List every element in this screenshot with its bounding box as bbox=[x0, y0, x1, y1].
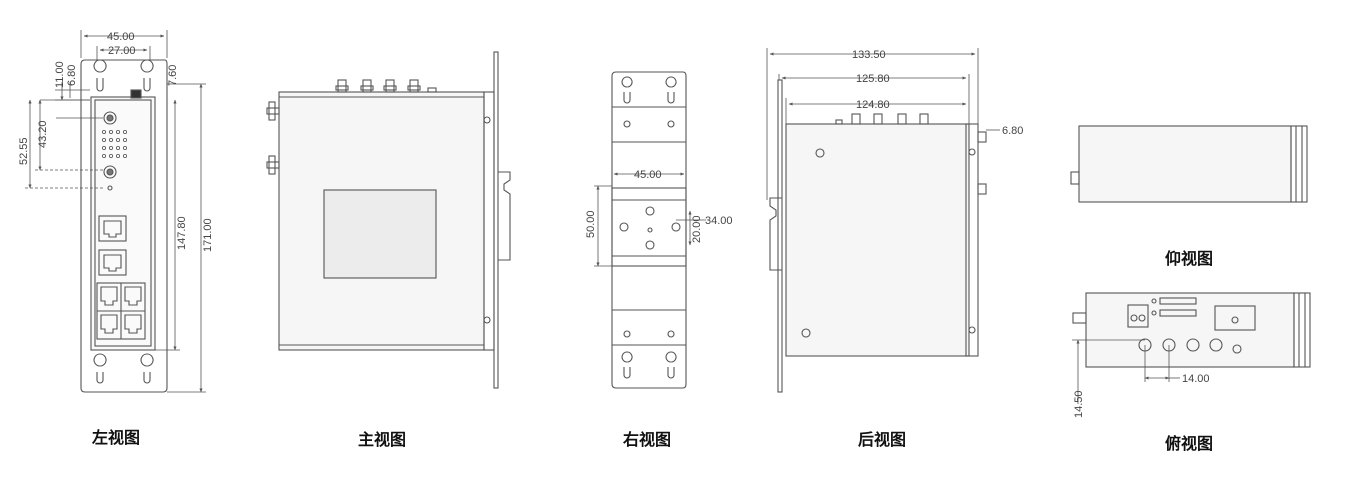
top-antenna-port-4 bbox=[1209, 338, 1223, 352]
front-view-caption: 主视图 bbox=[358, 430, 407, 449]
left-mount-plate-outline bbox=[80, 59, 168, 393]
right-clip-hole-center bbox=[647, 227, 653, 233]
bottom-view bbox=[1070, 125, 1308, 203]
front-mount-bracket bbox=[493, 51, 499, 389]
left-dimension-lines bbox=[25, 30, 206, 393]
left-led bbox=[107, 185, 113, 191]
top-dim-pitch: 14.00 bbox=[1182, 373, 1210, 385]
front-screw-bottom bbox=[483, 316, 491, 324]
left-device-body bbox=[90, 96, 156, 351]
front-din-clip bbox=[498, 171, 511, 261]
back-dimension-lines bbox=[766, 48, 1000, 200]
bottom-view-caption: 仰视图 bbox=[1165, 249, 1214, 268]
front-din-plate bbox=[483, 91, 495, 351]
left-antenna-port-1 bbox=[103, 111, 117, 125]
back-dim-w2: 125.80 bbox=[856, 73, 890, 85]
right-din-clip bbox=[611, 187, 687, 267]
right-clip-hole-right bbox=[671, 222, 681, 232]
bottom-end-plate bbox=[1290, 125, 1308, 203]
left-dim-height-body: 147.80 bbox=[176, 216, 188, 250]
left-rj45-port-1 bbox=[98, 215, 127, 242]
left-dim-width-total: 45.00 bbox=[107, 31, 135, 43]
right-keyhole-bottom-right bbox=[665, 351, 677, 379]
right-clip-hole-left bbox=[619, 222, 629, 232]
back-antenna-connectors bbox=[835, 113, 929, 125]
bottom-connector bbox=[1070, 171, 1080, 185]
front-window bbox=[323, 189, 437, 279]
right-clip-screw-top bbox=[645, 206, 655, 216]
left-view bbox=[25, 30, 206, 393]
top-sim-slot-1 bbox=[1159, 297, 1197, 305]
left-dim-ant-y1: 52.55 bbox=[18, 137, 30, 165]
top-power-terminal bbox=[1127, 304, 1149, 328]
right-view bbox=[594, 71, 706, 389]
left-dim-off-right: 7.60 bbox=[167, 65, 179, 86]
top-sim-slot-2 bbox=[1159, 309, 1197, 317]
left-view-caption: 左视图 bbox=[92, 428, 141, 447]
top-view-caption: 俯视图 bbox=[1165, 434, 1214, 453]
left-antenna-port-2-inner bbox=[106, 168, 114, 176]
back-dim-w1: 133.50 bbox=[852, 49, 886, 61]
right-view-caption: 右视图 bbox=[623, 430, 672, 449]
front-antenna-connectors bbox=[335, 79, 437, 93]
back-dim-w3: 124.80 bbox=[856, 99, 890, 111]
right-keyhole-top-right bbox=[665, 76, 677, 104]
left-keyhole-top-right bbox=[140, 59, 154, 92]
left-vent-grid bbox=[102, 129, 128, 158]
right-keyhole-bottom-left bbox=[621, 351, 633, 379]
right-dim-clip-height: 50.00 bbox=[585, 210, 597, 238]
front-screw-top bbox=[483, 116, 491, 124]
top-view bbox=[1072, 292, 1311, 404]
back-side-panel bbox=[965, 123, 979, 357]
front-side-connectors bbox=[266, 101, 280, 175]
top-side-connector bbox=[1072, 312, 1087, 324]
top-antenna-port-5 bbox=[1232, 344, 1242, 354]
left-dim-height-total: 171.00 bbox=[202, 218, 214, 252]
left-dim-ant-y2: 43.20 bbox=[37, 120, 49, 148]
right-dim-hole-x: 34.00 bbox=[705, 215, 733, 227]
left-antenna-port-2 bbox=[103, 165, 117, 179]
right-dim-hole-y: 20.00 bbox=[691, 215, 703, 243]
left-rj45-port-2 bbox=[98, 249, 127, 276]
top-label-window bbox=[1214, 305, 1256, 331]
top-antenna-port-3 bbox=[1186, 338, 1200, 352]
left-keyhole-bottom-left bbox=[93, 353, 107, 384]
left-antenna-port-1-inner bbox=[106, 114, 114, 122]
top-end-plate bbox=[1293, 292, 1311, 368]
left-dim-off-left: 6.80 bbox=[66, 65, 78, 86]
left-rj45-block bbox=[96, 282, 146, 340]
back-view-caption: 后视图 bbox=[858, 430, 907, 449]
back-body bbox=[785, 123, 970, 357]
bottom-body bbox=[1078, 125, 1292, 203]
left-device-inner bbox=[94, 99, 152, 347]
left-keyhole-top-left bbox=[93, 59, 107, 92]
top-body bbox=[1085, 292, 1295, 368]
right-clip-screw-bottom bbox=[645, 240, 655, 250]
right-mount-plate-outline bbox=[611, 71, 687, 389]
back-dim-clip-offset: 6.80 bbox=[1002, 125, 1023, 137]
top-dimension-lines bbox=[1072, 339, 1180, 404]
left-dim-width-holes: 27.00 bbox=[108, 45, 136, 57]
left-keyhole-bottom-right bbox=[140, 353, 154, 384]
right-dimension-lines bbox=[594, 172, 706, 267]
right-dim-clip-width: 45.00 bbox=[634, 169, 662, 181]
back-view bbox=[766, 48, 1000, 393]
top-dim-height: 14.50 bbox=[1073, 390, 1085, 418]
back-mount-bracket bbox=[777, 79, 783, 393]
right-keyhole-top-left bbox=[621, 76, 633, 104]
left-top-connector bbox=[130, 89, 142, 99]
back-din-clip bbox=[769, 197, 782, 271]
front-view bbox=[266, 51, 511, 389]
left-dim-off-top: 11.00 bbox=[54, 61, 66, 88]
